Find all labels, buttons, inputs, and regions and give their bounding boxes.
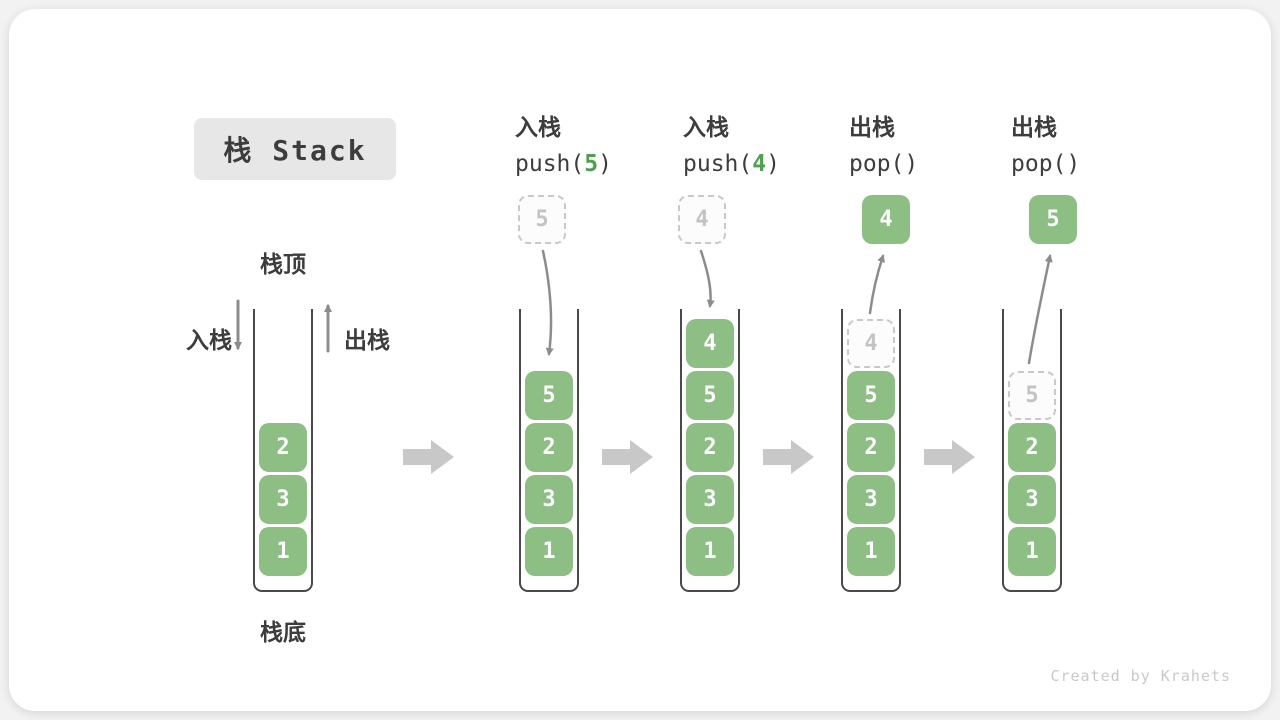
stack-cell: 5 [847,371,895,420]
op-code-label: pop() [849,151,918,178]
code-pre: push( [515,151,585,177]
op-label-push-4: 入栈 push(4) [683,115,780,178]
op-cn-label: 入栈 [515,115,561,141]
diagram-card: 栈 Stack 入栈 push(5) 入栈 push(4) 出栈 pop() 出… [9,9,1271,711]
stack-cell: 5 [686,371,734,420]
stack-cell-removed: 5 [1008,371,1056,420]
op-cn-label: 出栈 [849,115,895,141]
code-arg: 5 [584,151,599,177]
code-post: ) [766,151,780,177]
stack-cell: 1 [686,527,734,576]
transition-arrow-icon [763,440,814,474]
pop-side-label: 出栈 [344,328,390,354]
page-title: 栈 Stack [194,118,396,180]
arrows-overlay [234,249,1053,365]
code-pre: push( [683,151,753,177]
op-label-push-5: 入栈 push(5) [515,115,612,178]
op-cn-label: 出栈 [1011,115,1057,141]
op-code-label: push(5) [515,151,612,178]
code-pre: pop( [849,151,905,177]
popped-value-box: 4 [862,195,910,244]
stack-cell: 3 [847,475,895,524]
transition-arrow-icon [602,440,653,474]
page-title-text: 栈 Stack [223,134,367,167]
stack-cell: 1 [1008,527,1056,576]
stack-cell: 4 [686,319,734,368]
code-pre: pop( [1011,151,1067,177]
stack-cell: 1 [259,527,307,576]
op-code-label: push(4) [683,151,780,178]
watermark: Created by Krahets [1050,667,1231,685]
op-code-label: pop() [1011,151,1080,178]
push-side-label: 入栈 [186,328,232,354]
code-post: ) [598,151,612,177]
stack-cell: 2 [847,423,895,472]
code-post: ) [904,151,919,177]
stack-bottom-label: 栈底 [260,620,306,646]
push-4-arrow-icon [699,249,715,308]
stack-cell: 3 [686,475,734,524]
transition-arrow-icon [924,440,975,474]
code-arg: 4 [752,151,767,177]
stack-cell: 2 [1008,423,1056,472]
transition-arrow-icon [403,440,454,474]
stack-cell: 1 [847,527,895,576]
stack-cell: 1 [525,527,573,576]
op-cn-label: 入栈 [683,115,729,141]
stack-cell: 5 [525,371,573,420]
stack-cell: 3 [1008,475,1056,524]
code-post: ) [1066,151,1081,177]
op-label-pop-4: 出栈 pop() [849,115,918,178]
stack-cell-removed: 4 [847,319,895,368]
stack-cell: 3 [259,475,307,524]
incoming-value-box: 5 [518,195,566,244]
stack-cell: 2 [686,423,734,472]
popped-value-box: 5 [1029,195,1077,244]
stack-cell: 3 [525,475,573,524]
stack-cell: 2 [525,423,573,472]
stack-top-label: 栈顶 [260,252,306,278]
pop-4-arrow-icon [868,254,885,315]
incoming-value-box: 4 [678,195,726,244]
op-label-pop-5: 出栈 pop() [1011,115,1080,178]
stack-cell: 2 [259,423,307,472]
